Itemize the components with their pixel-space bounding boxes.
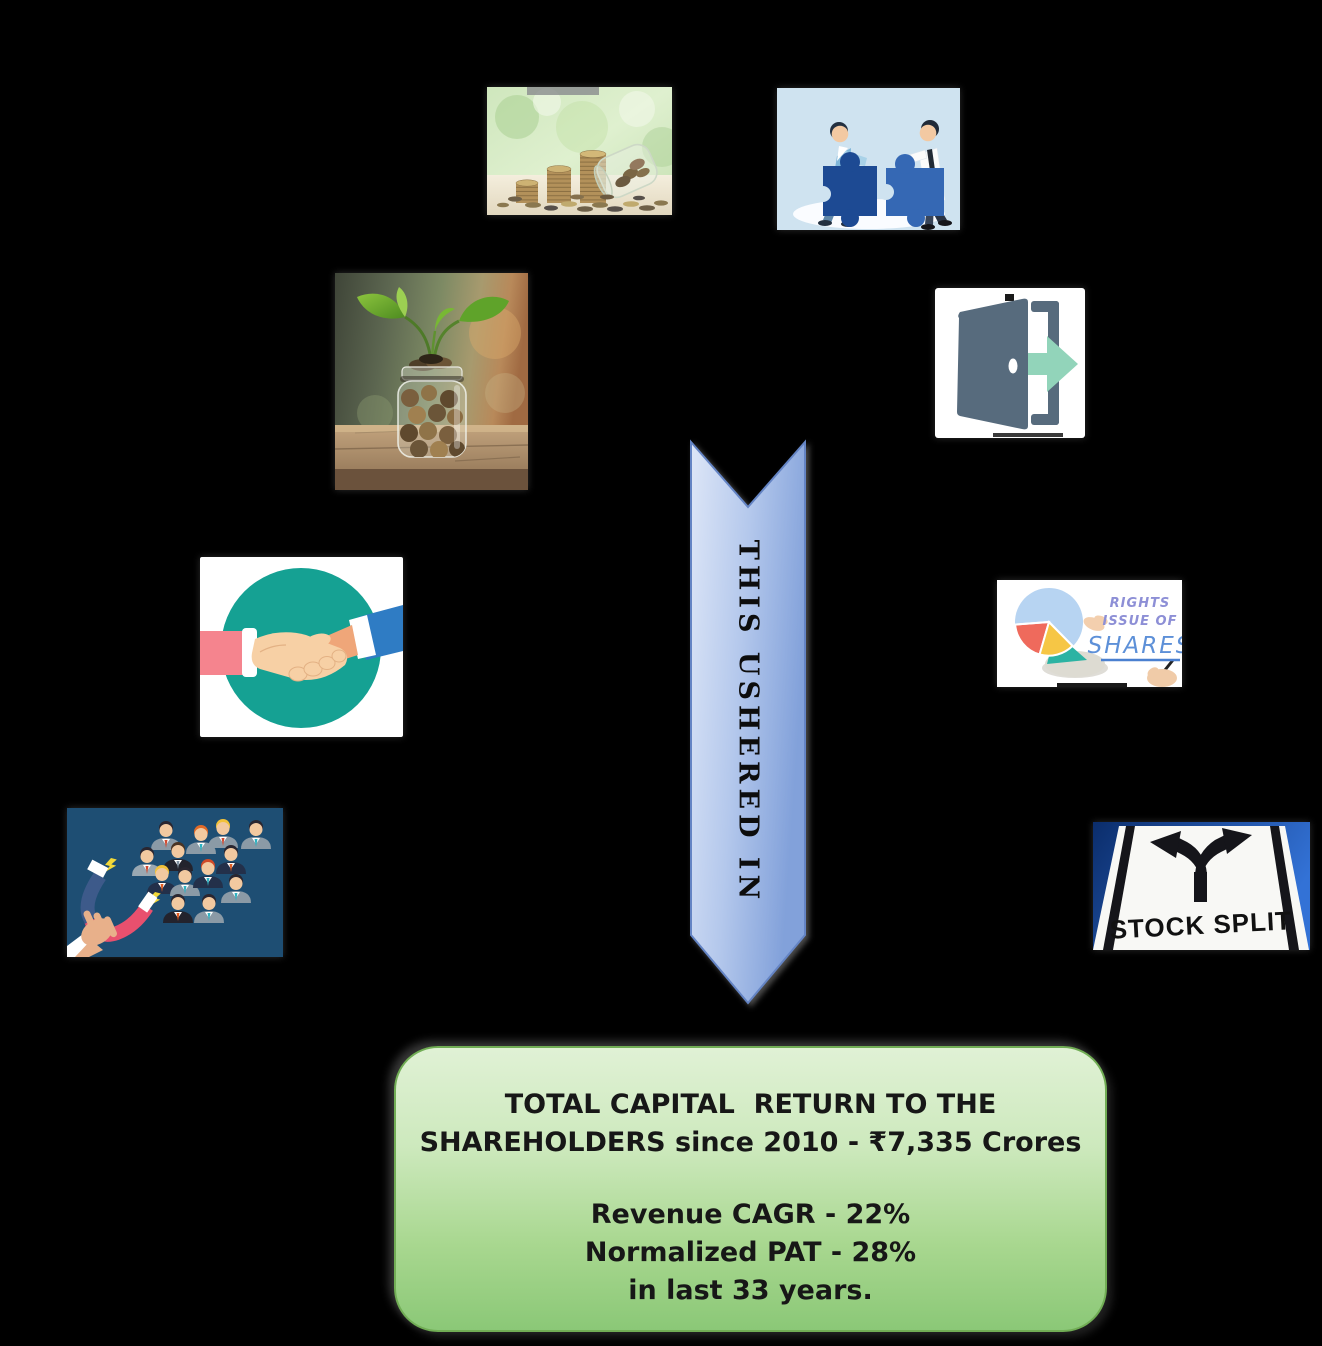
- door-panel: [957, 298, 1028, 430]
- center-arrow: [687, 436, 809, 1008]
- lightning-bolt: [103, 858, 117, 873]
- exit-arrow: [1013, 336, 1078, 392]
- summary-line-2: SHAREHOLDERS since 2010 - ₹7,335 Crores: [419, 1127, 1082, 1158]
- puzzle-piece-left: [815, 152, 877, 227]
- stock-split-image: STOCK SPLIT: [1093, 822, 1310, 950]
- exit-door-image: [935, 288, 1085, 438]
- pink-sleeve: [200, 631, 246, 675]
- summary-line-4: Normalized PAT - 28%: [584, 1237, 917, 1268]
- rights-text-line3: SHARES: [1088, 633, 1182, 659]
- coins-savings-illustration: [487, 87, 672, 215]
- hand-with-pen: [1147, 659, 1177, 687]
- down-arrow-banner: [690, 439, 806, 1005]
- coin-jar: [397, 366, 467, 458]
- fork-arrow: [1150, 828, 1252, 902]
- exit-door-icon: [935, 288, 1085, 438]
- handshake-illustration: [200, 557, 403, 737]
- stock-split-sign: STOCK SPLIT: [1093, 822, 1310, 950]
- coins-savings-image: [487, 87, 672, 215]
- holding-hand: [67, 910, 118, 957]
- summary-line-5: in last 33 years.: [628, 1275, 873, 1306]
- pie-chart: [1014, 588, 1083, 657]
- summary-box: TOTAL CAPITAL RETURN TO THE SHAREHOLDERS…: [394, 1046, 1107, 1332]
- merger-puzzle-image: [777, 88, 960, 230]
- door-knob: [1008, 358, 1018, 374]
- handshake-image: [200, 557, 403, 737]
- rights-text-line1: RIGHTS: [1110, 596, 1171, 611]
- magnet-illustration: [67, 808, 283, 957]
- rights-text-line2: ISSUE OF: [1103, 614, 1178, 629]
- growth-jar-illustration: [335, 273, 528, 490]
- investor-magnet-image: [67, 808, 283, 957]
- summary-line-3: Revenue CAGR - 22%: [590, 1199, 911, 1230]
- summary-gap: [396, 1162, 1105, 1196]
- rights-issue-illustration: RIGHTS ISSUE OF SHARES: [997, 580, 1182, 687]
- growth-jar-image: [335, 273, 528, 490]
- rights-issue-image: RIGHTS ISSUE OF SHARES: [997, 580, 1182, 687]
- arrow-label: THIS USHERED IN: [732, 539, 764, 905]
- merger-puzzle-illustration: [777, 88, 960, 230]
- spilled-jar: [593, 143, 658, 199]
- people-crowd: [132, 819, 271, 923]
- summary-line-1: TOTAL CAPITAL RETURN TO THE: [504, 1089, 997, 1120]
- puzzle-piece-right: [878, 154, 944, 227]
